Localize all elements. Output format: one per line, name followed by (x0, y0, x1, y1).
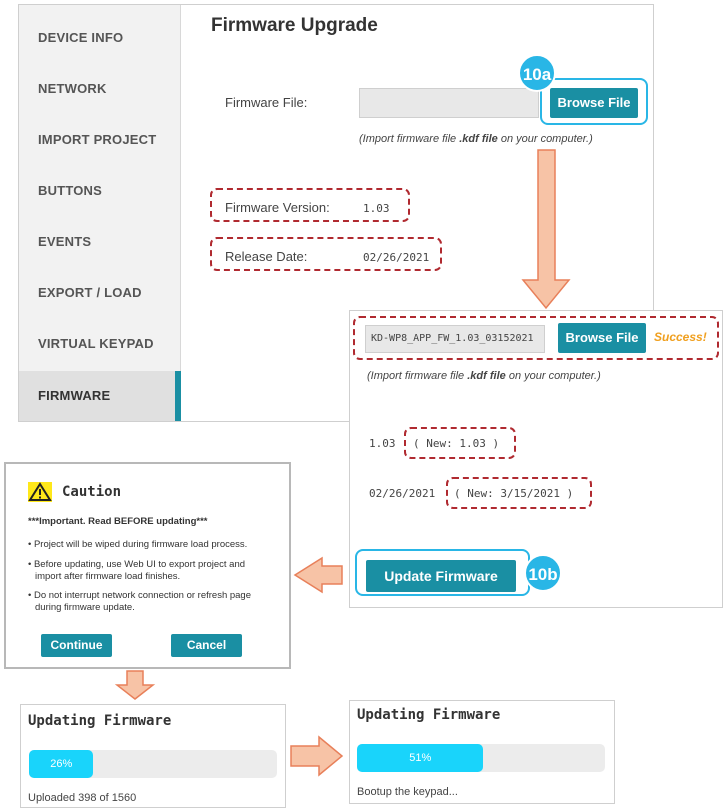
update-firmware-button[interactable]: Update Firmware (366, 560, 516, 592)
progress-panel-2: Updating Firmware 51% Bootup the keypad.… (349, 700, 615, 804)
warning-triangle-icon (28, 482, 52, 501)
caution-dialog: Caution ***Important. Read BEFORE updati… (4, 462, 291, 669)
progress-title-1: Updating Firmware (28, 713, 172, 729)
upload-result-highlight (353, 316, 719, 360)
progress-panel-1: Updating Firmware 26% Uploaded 398 of 15… (20, 704, 286, 808)
import-hint-2-ext: .kdf file (467, 370, 506, 382)
firmware-file-input[interactable] (359, 88, 539, 118)
browse-file-button[interactable]: Browse File (550, 88, 638, 118)
progress-title-2: Updating Firmware (357, 707, 501, 723)
firmware-version-label: Firmware Version: (225, 200, 330, 215)
progress-fill-1: 26% (29, 750, 94, 778)
new-version-highlight (404, 427, 516, 459)
sidebar: DEVICE INFO NETWORK IMPORT PROJECT BUTTO… (19, 5, 181, 421)
sidebar-item-events[interactable]: EVENTS (38, 234, 92, 249)
update-callout-highlight (355, 549, 530, 596)
selected-file-name: KD-WP8_APP_FW_1.03_03152021 (371, 333, 534, 344)
progress-fill-2: 51% (357, 744, 484, 772)
caution-bullet-3: • Do not interrupt network connection or… (28, 590, 252, 601)
firmware-version-value: 1.03 (363, 202, 390, 215)
sidebar-item-virtual-keypad[interactable]: VIRTUAL KEYPAD (38, 336, 154, 351)
success-text: Success! (654, 330, 707, 344)
warning-icon (28, 482, 52, 502)
sidebar-item-network[interactable]: NETWORK (38, 81, 107, 96)
current-date-value: 02/26/2021 (369, 487, 436, 500)
page-title: Firmware Upgrade (211, 15, 378, 36)
new-date-text: ( New: 3/15/2021 ) (454, 487, 574, 500)
sidebar-item-buttons[interactable]: BUTTONS (38, 183, 102, 198)
new-date-highlight (446, 477, 592, 509)
sidebar-item-firmware[interactable]: FIRMWARE (19, 371, 181, 421)
caution-bullet-2-cont: import after firmware load finishes. (35, 571, 181, 582)
selected-file-field[interactable]: KD-WP8_APP_FW_1.03_03152021 (365, 325, 545, 353)
arrow-right-progress-icon (290, 735, 344, 777)
arrow-down-progress-icon (114, 670, 156, 700)
progress-track-1: 26% (29, 750, 277, 778)
caution-bullet-2: • Before updating, use Web UI to export … (28, 559, 246, 570)
caution-important: ***Important. Read BEFORE updating*** (28, 516, 208, 527)
caution-title: Caution (62, 484, 122, 500)
release-date-label: Release Date: (225, 249, 308, 264)
continue-button[interactable]: Continue (41, 634, 112, 657)
progress-track-2: 51% (357, 744, 605, 772)
new-version-text: ( New: 1.03 ) (413, 437, 500, 450)
firmware-file-label: Firmware File: (225, 95, 308, 110)
arrow-left-caution-icon (293, 556, 343, 594)
sidebar-item-import-project[interactable]: IMPORT PROJECT (38, 132, 157, 147)
browse-file-button-2[interactable]: Browse File (558, 323, 646, 353)
caution-bullet-1: • Project will be wiped during firmware … (28, 539, 248, 550)
sidebar-item-export-load[interactable]: EXPORT / LOAD (38, 285, 142, 300)
import-hint-2-suffix: on your computer.) (505, 370, 601, 382)
progress-status-1: Uploaded 398 of 1560 (28, 792, 137, 804)
import-hint-suffix: on your computer.) (497, 133, 593, 145)
progress-status-2: Bootup the keypad... (357, 786, 458, 798)
browse-callout-highlight (540, 78, 648, 125)
import-hint-2: (Import firmware file .kdf file on your … (367, 370, 601, 382)
step-10b-badge: 10b (524, 554, 562, 592)
import-hint-ext: .kdf file (459, 133, 498, 145)
import-hint: (Import firmware file .kdf file on your … (359, 133, 593, 145)
caution-bullet-3-cont: during firmware update. (35, 602, 135, 613)
step-10a-badge: 10a (518, 54, 556, 92)
version-highlight (210, 188, 410, 222)
release-date-highlight (210, 237, 442, 271)
import-hint-prefix: (Import firmware file (359, 133, 460, 145)
cancel-button[interactable]: Cancel (171, 634, 242, 657)
import-hint-2-prefix: (Import firmware file (367, 370, 468, 382)
release-date-value: 02/26/2021 (363, 251, 430, 264)
sidebar-item-device-info[interactable]: DEVICE INFO (38, 30, 124, 45)
current-version-value: 1.03 (369, 437, 396, 450)
